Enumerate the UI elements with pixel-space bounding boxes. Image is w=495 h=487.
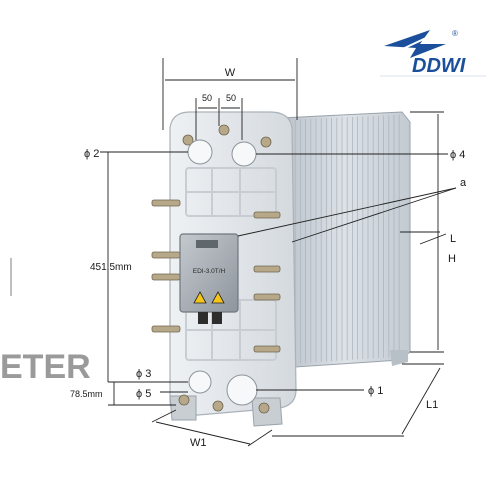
- warning-icon: [211, 291, 225, 304]
- membrane-stack: [279, 111, 411, 369]
- model-label: EDI-3.0T/H: [193, 268, 226, 275]
- label-phi4: ϕ 4: [450, 149, 465, 161]
- label-phi5: ϕ 5: [136, 388, 151, 400]
- label-phi2: ϕ 2: [84, 148, 99, 160]
- label-a: a: [460, 177, 467, 189]
- label-w: W: [225, 67, 236, 79]
- label-h: H: [448, 253, 456, 265]
- ddwi-logo: DDWI ®: [380, 29, 486, 77]
- dimension-labels: W 50 50 ϕ 2 ϕ 4 a L H 451.5mm ϕ 3 ϕ 5 78…: [70, 67, 467, 449]
- label-phi3: ϕ 3: [136, 368, 151, 380]
- fin-lines: [289, 114, 400, 364]
- label-l1: L1: [426, 399, 438, 411]
- port-phi1: [226, 374, 258, 406]
- label-l: L: [450, 233, 456, 245]
- label-height-mm: 451.5mm: [90, 262, 132, 273]
- registered-mark: ®: [452, 29, 458, 38]
- label-bottom-mm: 78.5mm: [70, 389, 103, 399]
- warning-icon: [193, 291, 207, 304]
- port-phi3: [188, 370, 212, 394]
- tie-rods: [151, 124, 281, 414]
- logo-text: DDWI: [412, 55, 466, 77]
- ports: [187, 139, 258, 406]
- label-w1: W1: [190, 437, 207, 449]
- background-text: ETER: [0, 348, 91, 386]
- label-spacing-right: 50: [226, 93, 236, 103]
- junction-box: EDI-3.0T/H: [179, 233, 239, 324]
- label-phi1: ϕ 1: [368, 385, 383, 397]
- port-phi2: [187, 139, 213, 165]
- port-phi4: [231, 141, 257, 167]
- label-spacing-left: 50: [202, 93, 212, 103]
- dimension-lines: [100, 58, 457, 447]
